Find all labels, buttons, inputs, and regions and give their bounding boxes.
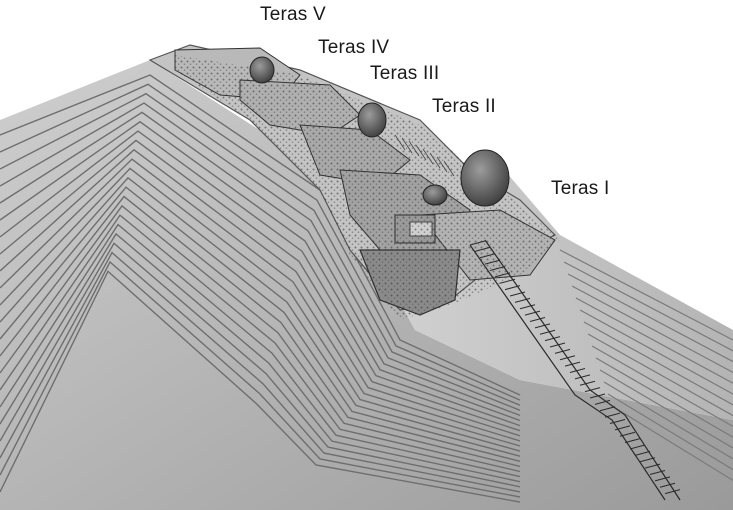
label-teras-5: Teras V (260, 4, 326, 26)
label-teras-3: Teras III (370, 63, 439, 85)
label-teras-4: Teras IV (318, 37, 389, 59)
tree (358, 103, 386, 137)
label-teras-2: Teras II (432, 96, 496, 118)
tree (461, 150, 509, 206)
tree (250, 57, 274, 83)
label-teras-1: Teras I (551, 178, 609, 200)
tree (423, 185, 447, 205)
